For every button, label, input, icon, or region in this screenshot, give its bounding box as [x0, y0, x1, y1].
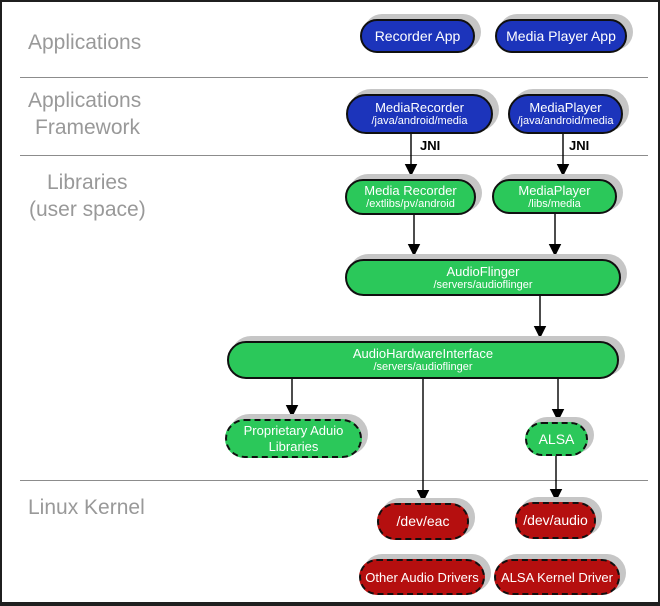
node-subtitle: /servers/audioflinger [433, 278, 533, 291]
node-title: /dev/audio [523, 512, 588, 528]
node-proprietary-audio-libraries: Proprietary Aduio Libraries [225, 419, 362, 458]
node-audiohardwareinterface: AudioHardwareInterface /servers/audiofli… [227, 341, 619, 379]
node-title: Media Recorder [364, 183, 457, 198]
node-media-player-app: Media Player App [495, 19, 627, 53]
layer-label-libraries: Libraries (user space) [29, 169, 146, 223]
layer-label-applications: Applications [28, 29, 141, 56]
layer-label-line: Applications [28, 31, 142, 54]
node-title: Other Audio Drivers [365, 569, 479, 585]
node-mediaplayer-framework: MediaPlayer /java/android/media [508, 94, 623, 134]
node-title: ALSA [538, 430, 575, 447]
node-title: MediaPlayer [518, 182, 591, 198]
node-other-audio-drivers: Other Audio Drivers [359, 559, 485, 595]
node-title: MediaRecorder [375, 100, 464, 115]
node-title: Proprietary Aduio Libraries [243, 422, 344, 454]
node-title: Media Player App [506, 27, 616, 44]
node-alsa: ALSA [525, 422, 588, 456]
node-alsa-kernel-driver: ALSA Kernel Driver [494, 559, 620, 595]
node-audioflinger: AudioFlinger /servers/audioflinger [345, 259, 621, 296]
node-title: Recorder App [374, 27, 461, 44]
node-title: ALSA Kernel Driver [501, 569, 613, 585]
layer-label-line: Framework [35, 116, 141, 139]
layer-separator-2 [20, 155, 648, 156]
node-mediarecorder-framework: MediaRecorder /java/android/media [346, 94, 493, 134]
jni-label-left: JNI [420, 138, 441, 153]
layer-label-linux-kernel: Linux Kernel [28, 494, 145, 521]
node-subtitle: /extlibs/pv/android [366, 198, 455, 210]
layer-label-line: Applications [28, 89, 142, 112]
node-title: /dev/eac [396, 513, 450, 529]
node-dev-eac: /dev/eac [377, 503, 469, 540]
node-subtitle: /java/android/media [371, 115, 468, 127]
layer-label-line: Linux Kernel [28, 496, 145, 519]
node-dev-audio: /dev/audio [515, 502, 596, 539]
layer-label-line: (user space) [29, 198, 146, 221]
node-title: AudioFlinger [446, 263, 520, 279]
node-subtitle: /java/android/media [517, 115, 614, 127]
layer-label-line: Libraries [47, 171, 128, 194]
layer-separator-3 [20, 480, 648, 481]
node-subtitle: /libs/media [528, 197, 581, 210]
node-title: AudioHardwareInterface [352, 346, 494, 361]
node-recorder-app: Recorder App [360, 19, 475, 53]
jni-label-right: JNI [569, 138, 590, 153]
layer-separator-1 [20, 77, 648, 78]
node-media-recorder-library: Media Recorder /extlibs/pv/android [345, 179, 476, 215]
node-title: MediaPlayer [529, 100, 602, 115]
node-subtitle: /servers/audioflinger [373, 361, 473, 373]
node-mediaplayer-library: MediaPlayer /libs/media [492, 179, 617, 214]
layer-label-applications-framework: Applications Framework [28, 87, 141, 141]
